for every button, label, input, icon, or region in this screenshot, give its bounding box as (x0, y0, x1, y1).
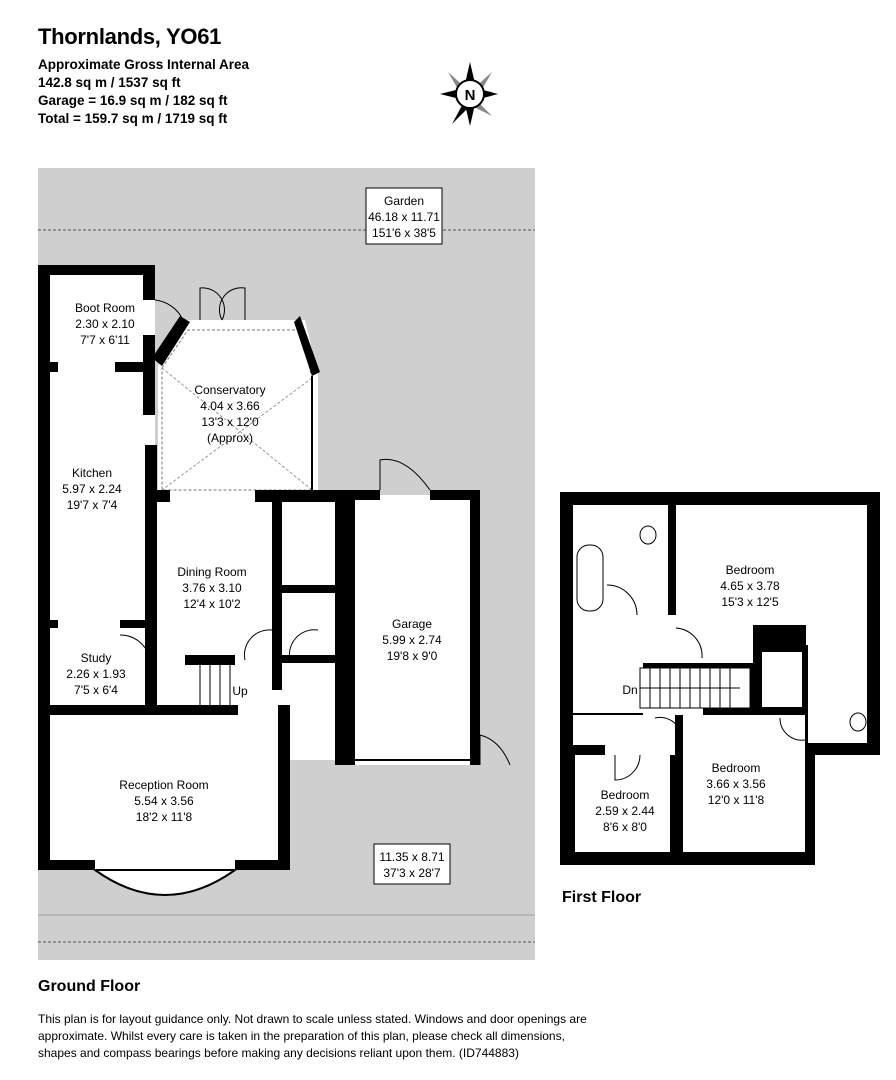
room-imperial: 8'6 x 8'0 (603, 820, 647, 834)
room-name: Reception Room (119, 778, 208, 792)
stairs-down-label: Dn (622, 683, 637, 697)
room-conservatory: Conservatory 4.04 x 3.66 13'3 x 12'0 (Ap… (194, 383, 265, 445)
room-kitchen: Kitchen 5.97 x 2.24 19'7 x 7'4 (62, 466, 122, 512)
room-imperial: 19'7 x 7'4 (67, 498, 118, 512)
room-imperial: 7'7 x 6'11 (80, 333, 130, 347)
room-dining-room: Dining Room 3.76 x 3.10 12'4 x 10'2 (177, 565, 246, 611)
front-garden-imperial: 37'3 x 28'7 (383, 866, 441, 880)
garden-name: Garden (384, 194, 424, 208)
property-title: Thornlands, YO61 (38, 24, 222, 49)
room-imperial: 12'4 x 10'2 (183, 597, 241, 611)
front-garden-metric: 11.35 x 8.71 (379, 850, 444, 864)
header: Thornlands, YO61 Approximate Gross Inter… (38, 24, 249, 128)
room-metric: 4.04 x 3.66 (200, 399, 260, 413)
garden-label-box (365, 187, 443, 245)
room-name: Bedroom (601, 788, 650, 802)
room-imperial: 15'3 x 12'5 (721, 595, 779, 609)
main-area: 142.8 sq m / 1537 sq ft (38, 75, 181, 90)
garden-metric: 46.18 x 11.71 (368, 210, 440, 224)
room-metric: 2.26 x 1.93 (66, 667, 126, 681)
total-area: Total = 159.7 sq m / 1719 sq ft (38, 111, 228, 126)
room-name: Bedroom (726, 563, 775, 577)
room-name: Conservatory (194, 383, 265, 397)
room-name: Garage (392, 617, 432, 631)
ground-floor-label: Ground Floor (38, 978, 141, 995)
room-note: (Approx) (207, 431, 253, 445)
room-metric: 4.65 x 3.78 (720, 579, 780, 593)
room-reception-room: Reception Room 5.54 x 3.56 18'2 x 11'8 (119, 778, 208, 824)
room-imperial: 19'8 x 9'0 (387, 649, 438, 663)
room-bedroom-3: Bedroom 2.59 x 2.44 8'6 x 8'0 (595, 788, 655, 834)
compass-rose-icon: N (440, 62, 498, 126)
room-metric: 5.99 x 2.74 (382, 633, 442, 647)
room-imperial: 12'0 x 11'8 (708, 793, 765, 807)
room-imperial: 13'3 x 12'0 (201, 415, 259, 429)
room-name: Bedroom (712, 761, 761, 775)
first-floor-label: First Floor (562, 889, 642, 906)
compass-north-label: N (465, 87, 476, 104)
first-floor-plan: Dn (560, 492, 880, 865)
area-heading: Approximate Gross Internal Area (38, 57, 250, 72)
ground-floor-plan: Up (38, 265, 511, 896)
room-metric: 2.59 x 2.44 (595, 804, 655, 818)
garden-imperial: 151'6 x 38'5 (372, 226, 436, 240)
room-name: Kitchen (72, 466, 112, 480)
room-metric: 5.54 x 3.56 (134, 794, 194, 808)
room-metric: 3.66 x 3.56 (706, 777, 766, 791)
stairs-up-label: Up (232, 684, 248, 698)
room-garage: Garage 5.99 x 2.74 19'8 x 9'0 (382, 617, 442, 663)
garage-area: Garage = 16.9 sq m / 182 sq ft (38, 93, 228, 108)
room-metric: 5.97 x 2.24 (62, 482, 122, 496)
room-name: Study (81, 651, 112, 665)
disclaimer: This plan is for layout guidance only. N… (38, 1012, 587, 1060)
room-bedroom-1: Bedroom 4.65 x 3.78 15'3 x 12'5 (720, 563, 780, 609)
room-bedroom-2: Bedroom 3.66 x 3.56 12'0 x 11'8 (706, 761, 766, 807)
room-imperial: 7'5 x 6'4 (74, 683, 118, 697)
room-imperial: 18'2 x 11'8 (136, 810, 193, 824)
front-garden-label-box (373, 843, 451, 885)
room-study: Study 2.26 x 1.93 7'5 x 6'4 (66, 651, 126, 697)
room-boot-room: Boot Room 2.30 x 2.10 7'7 x 6'11 (75, 301, 135, 347)
room-metric: 2.30 x 2.10 (75, 317, 135, 331)
room-metric: 3.76 x 3.10 (182, 581, 242, 595)
room-name: Boot Room (75, 301, 135, 315)
room-name: Dining Room (177, 565, 246, 579)
